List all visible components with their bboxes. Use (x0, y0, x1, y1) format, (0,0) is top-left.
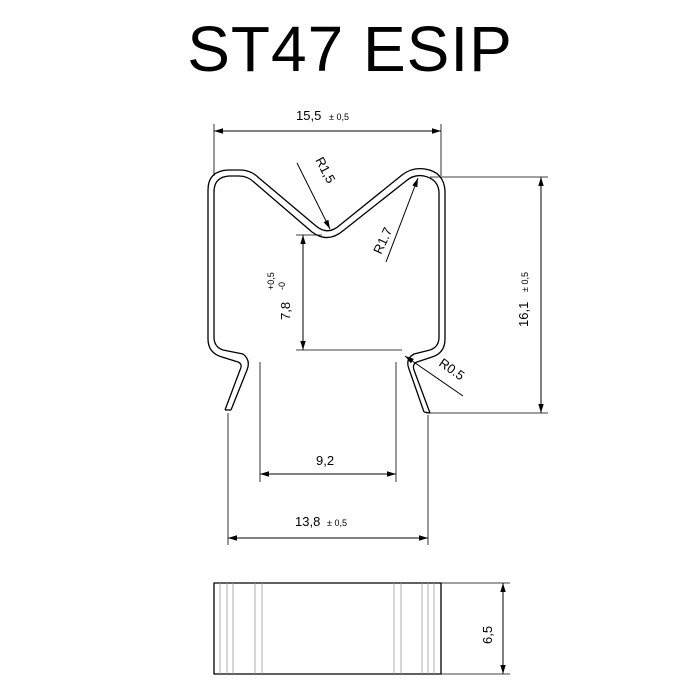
dim-inner-width: 9,2 (259, 362, 397, 482)
dim-top-width: 15,5 ± 0,5 (213, 108, 442, 176)
inner-width-label: 9,2 (316, 453, 334, 468)
inner-height-label: 7,8 (278, 302, 293, 320)
r05-label: R0.5 (436, 355, 467, 383)
height-label: 16,1 (516, 302, 531, 327)
r15-label: R1,5 (312, 154, 338, 185)
dim-inner-height: 7,8 +0,5 -0 (266, 234, 402, 351)
inner-height-tol-plus: +0,5 (266, 272, 276, 290)
bottom-width-tolerance: ± 0,5 (327, 518, 347, 528)
dim-bottom-width: 13,8 ± 0,5 (227, 413, 429, 545)
depth-label: 6,5 (480, 626, 495, 644)
dim-r15: R1,5 (296, 154, 338, 230)
top-width-tolerance: ± 0,5 (329, 112, 349, 122)
dim-height: 16,1 ± 0,5 (426, 176, 548, 414)
bottom-width-label: 13,8 (295, 514, 320, 529)
clip-profile (207, 167, 446, 414)
dim-r05: R0.5 (404, 355, 467, 397)
r17-label: R1.7 (370, 225, 395, 256)
side-view (213, 582, 442, 675)
inner-height-tol-minus: -0 (277, 282, 287, 290)
height-tolerance: ± 0,5 (520, 272, 530, 292)
drawing-title: ST47 ESIP (187, 13, 513, 85)
top-width-label: 15,5 (296, 108, 321, 123)
dim-depth: 6,5 (441, 582, 510, 675)
